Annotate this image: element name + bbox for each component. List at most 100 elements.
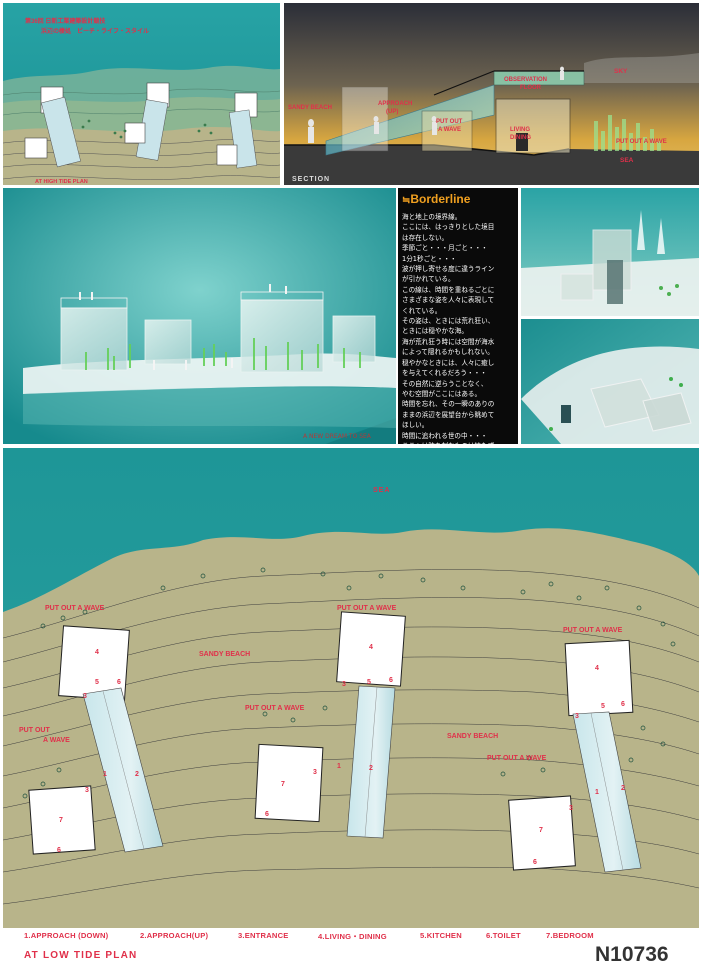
- plan-left-room-3b: 3: [85, 787, 89, 794]
- concept-line: その姿は、ときには荒れ狂い、: [402, 317, 495, 326]
- brand-label: Borderline: [410, 192, 471, 206]
- plan-left-room-5: 5: [95, 679, 99, 686]
- concept-line: さまざまな姿を人々に表現して: [402, 296, 495, 305]
- plan-label-put-out-wave-5: PUT OUT A WAVE: [487, 755, 547, 762]
- plan-left-room-4: 4: [95, 649, 99, 656]
- section-drawing: SKY SEA SANDY BEACH APPROACH (UP) OBSERV…: [284, 3, 699, 185]
- plan-mid-room-2: 2: [369, 765, 373, 772]
- plan-label-sandy-beach-2: SANDY BEACH: [447, 733, 498, 740]
- section-label-approach-up: (UP): [386, 109, 398, 115]
- model-photo-bottom-right: [521, 319, 699, 444]
- plan-right-room-1: 1: [595, 789, 599, 796]
- section-panel: SKY SEA SANDY BEACH APPROACH (UP) OBSERV…: [284, 3, 699, 185]
- room-legend: 1.APPROACH (DOWN) 2.APPROACH(UP) 3.ENTRA…: [24, 931, 684, 945]
- plan-right-room-6b: 6: [533, 859, 537, 866]
- plan-right-room-4: 4: [595, 665, 599, 672]
- concept-line: ほしい。: [402, 421, 429, 430]
- concept-line: ときには穏やかな海。: [402, 327, 468, 336]
- legend-entrance: 3.ENTRANCE: [238, 931, 289, 940]
- concept-line: は存在しない。: [402, 233, 449, 242]
- model-photo: A NEW DREAM TO SEA: [3, 188, 396, 444]
- plan-mid-room-1: 1: [337, 763, 341, 770]
- plan-mid-room-3a: 3: [342, 681, 346, 688]
- section-label-sea: SEA: [620, 157, 634, 164]
- house-1: [24, 86, 81, 168]
- plan-label-put-out-wave-4: PUT OUT A WAVE: [245, 705, 305, 712]
- section-label-put-out-wave: PUT OUT A WAVE: [616, 139, 667, 145]
- concept-line: 海が荒れ狂う時には空間が海水: [402, 337, 495, 346]
- plan-mid-room-6b: 6: [265, 811, 269, 818]
- concept-line: 穏やかなときには、人々に癒し: [402, 358, 495, 367]
- low-tide-plan-panel: 4 5 6 3 1 2 3 7 6 4 5 6 3 1 2 3 7 6: [3, 448, 699, 928]
- concept-line: 波が押し寄せる度に違うライン: [402, 265, 495, 274]
- plan-house-left: 4 5 6 3 1 2 3 7 6: [28, 625, 164, 855]
- concept-line: が引かれている。: [402, 275, 455, 284]
- plan-label-put-out-wave-1: PUT OUT A WAVE: [45, 605, 105, 612]
- concept-line: ままの浜辺を展望台から眺めて: [402, 410, 495, 419]
- plan-right-room-3a: 3: [575, 713, 579, 720]
- plan-house-right: 4 5 6 3 1 2 3 7 6: [508, 639, 642, 873]
- plan-left-room-6b: 6: [57, 847, 61, 854]
- section-label-put-out: PUT OUT: [436, 119, 463, 125]
- plan-label-put-out-wave-2: PUT OUT A WAVE: [337, 605, 397, 612]
- concept-line: 季節ごと・・・月ごと・・・: [402, 244, 488, 253]
- entry-number: N10736: [595, 943, 669, 966]
- model-caption: A NEW DREAM TO SEA: [303, 433, 372, 440]
- model-photo-panel: A NEW DREAM TO SEA: [3, 188, 396, 444]
- concept-line: 時間を忘れ、その一瞬のありの: [402, 400, 495, 409]
- plan-left-room-1: 1: [103, 771, 107, 778]
- legend-living-dining: 4.LIVING・DINING: [318, 932, 387, 941]
- concept-line: ここへは時を刻むものは持たず: [402, 441, 495, 450]
- plan-right-room-5: 5: [601, 703, 605, 710]
- concept-line: くれている。: [402, 306, 442, 315]
- model-photo-aerial: [521, 319, 699, 444]
- concept-line: によって隠れるかもしれない。: [402, 348, 494, 357]
- model-photo-top-right: [521, 188, 699, 316]
- plan-left-room-3a: 3: [83, 693, 87, 700]
- plan-label-sea: SEA: [373, 487, 390, 494]
- section-label-observation: OBSERVATION: [504, 77, 547, 83]
- plan-mid-room-4: 4: [369, 644, 373, 651]
- plan-mid-room-7: 7: [281, 781, 285, 788]
- model-block-2: [144, 319, 192, 365]
- section-label-approach: APPROACH: [378, 101, 412, 107]
- house-3: [216, 92, 258, 169]
- legend-toilet: 6.TOILET: [486, 931, 521, 940]
- plan-left-room-6: 6: [117, 679, 121, 686]
- plan-house-middle: 4 5 6 3 1 2 3 7 6: [254, 611, 406, 839]
- plan-label-put-out-wave-3: PUT OUT A WAVE: [563, 627, 623, 634]
- competition-subtitle: 浜辺の棲処 ビーチ・ライフ・スタイル: [41, 27, 149, 35]
- section-label-sky: SKY: [614, 68, 628, 75]
- plan-left-room-7: 7: [59, 817, 63, 824]
- plan-mid-room-6: 6: [389, 677, 393, 684]
- high-tide-plan-drawing: 第36回 日新工業建築設計競技 浜辺の棲処 ビーチ・ライフ・スタイル AT HI…: [3, 3, 280, 185]
- legend-kitchen: 5.KITCHEN: [420, 931, 462, 940]
- model-photo-close: [521, 188, 699, 316]
- concept-text-panel: [398, 188, 518, 444]
- concept-text: 海と地上の境界線。ここには、はっきりとした境目は存在しない。季節ごと・・・月ごと…: [402, 212, 518, 472]
- section-label-living: LIVING: [510, 127, 530, 133]
- plan-left-room-2: 2: [135, 771, 139, 778]
- plan-title: AT LOW TIDE PLAN: [24, 950, 138, 961]
- plan-right-room-3b: 3: [569, 805, 573, 812]
- section-caption: SECTION: [292, 176, 330, 183]
- section-label-observation-floor: FLOOR: [520, 85, 542, 91]
- high-tide-caption: AT HIGH TIDE PLAN: [35, 179, 88, 185]
- legend-approach-up: 2.APPROACH(UP): [140, 931, 209, 940]
- high-tide-plan-panel: 第36回 日新工業建築設計競技 浜辺の棲処 ビーチ・ライフ・スタイル AT HI…: [3, 3, 280, 185]
- plan-label-a-wave: A WAVE: [43, 737, 70, 744]
- plan-label-put-out: PUT OUT: [19, 727, 50, 734]
- plan-right-room-2: 2: [621, 785, 625, 792]
- section-label-sandy-beach: SANDY BEACH: [288, 105, 332, 111]
- legend-approach-down: 1.APPROACH (DOWN): [24, 931, 109, 940]
- house-2: [124, 82, 170, 161]
- plan-mid-room-3b: 3: [313, 769, 317, 776]
- plan-right-room-6: 6: [621, 701, 625, 708]
- brand-title: ≒Borderline: [402, 192, 470, 206]
- competition-title: 第36回 日新工業建築設計競技: [24, 17, 106, 25]
- concept-line: その自然に逆らうことなく、: [402, 379, 488, 388]
- concept-line: やむ空間がここにはある。: [402, 389, 482, 398]
- plan-right-room-7: 7: [539, 827, 543, 834]
- concept-line: 1分1秒ごと・・・: [402, 254, 457, 263]
- concept-line: 時間に追われる世の中・・・: [402, 431, 488, 440]
